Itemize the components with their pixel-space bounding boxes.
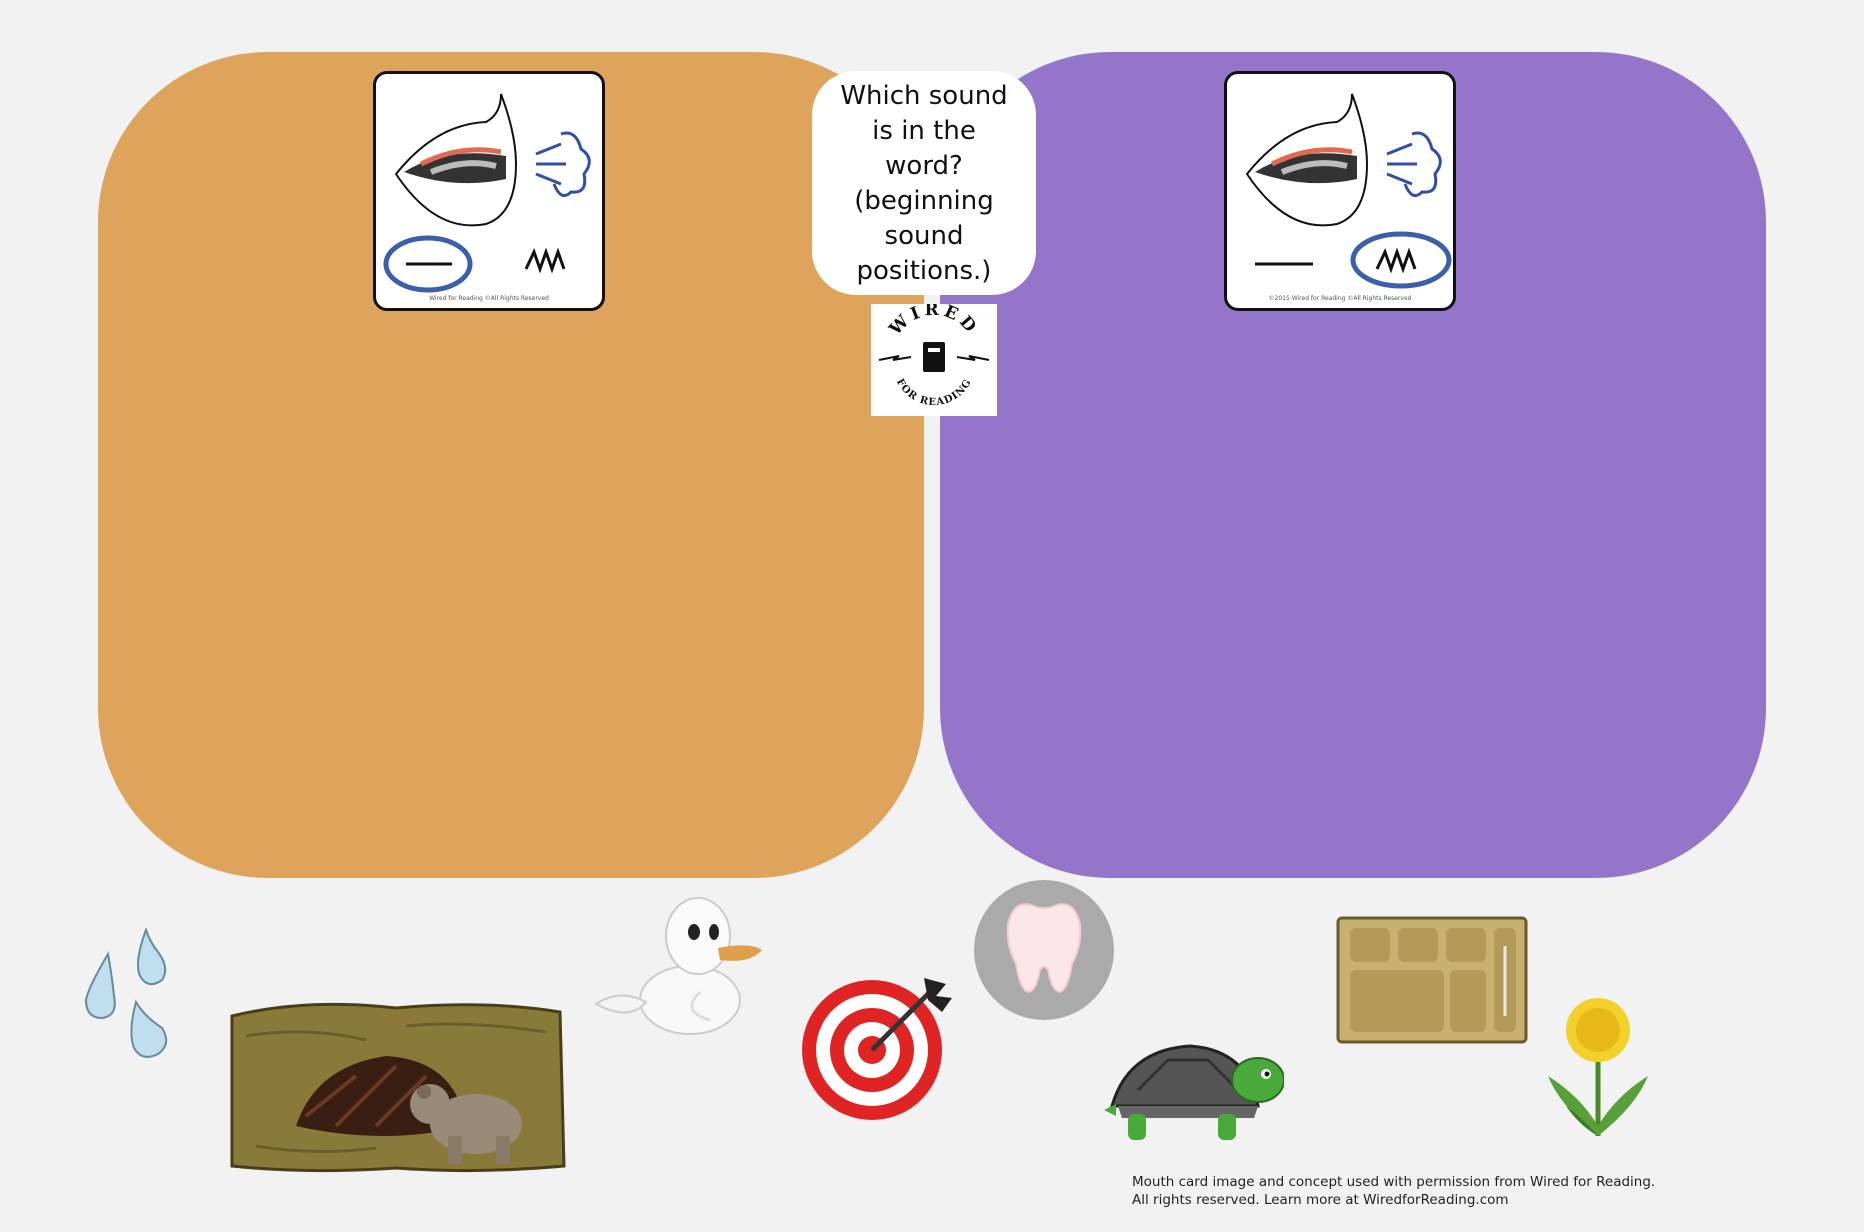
mouth-card-quiet: Wired for Reading ©All Rights Reserved [373, 71, 605, 311]
book-icon [923, 342, 945, 372]
lunch-tray-icon[interactable] [1336, 916, 1528, 1044]
drops-icon[interactable] [78, 928, 178, 1070]
mouth-icon: ©2015 Wired for Reading ©All Rights Rese… [1245, 93, 1452, 302]
bear-den-icon[interactable] [226, 996, 566, 1174]
mouth-icon: Wired for Reading ©All Rights Reserved [383, 93, 591, 302]
voiced-zigzag-icon [524, 247, 566, 274]
credits-line-2: All rights reserved. Learn more at Wired… [1132, 1192, 1509, 1208]
copyright-text: ©2015 Wired for Reading ©All Rights Rese… [1269, 295, 1412, 302]
target-icon[interactable] [796, 976, 958, 1122]
question-text: Which sound is in the word? (beginning s… [840, 81, 1008, 286]
turtle-icon[interactable] [1098, 1030, 1284, 1152]
copyright-text: Wired for Reading ©All Rights Reserved [429, 295, 549, 302]
voiced-zigzag-icon [1375, 247, 1417, 274]
quiet-line-icon [383, 235, 473, 293]
svg-text:WIRED: WIRED [885, 304, 983, 340]
credits-line-1: Mouth card image and concept used with p… [1132, 1174, 1656, 1190]
svg-text:FOR READING: FOR READING [894, 377, 974, 408]
question-bubble: Which sound is in the word? (beginning s… [812, 71, 1036, 295]
dandelion-icon[interactable] [1540, 996, 1656, 1142]
mouth-card-voiced: ©2015 Wired for Reading ©All Rights Rese… [1224, 71, 1456, 311]
wired-for-reading-logo: WIRED FOR READING [871, 300, 997, 416]
credits: Mouth card image and concept used with p… [1132, 1173, 1832, 1209]
tooth-icon[interactable] [974, 880, 1114, 1020]
duck-icon[interactable] [590, 892, 766, 1040]
